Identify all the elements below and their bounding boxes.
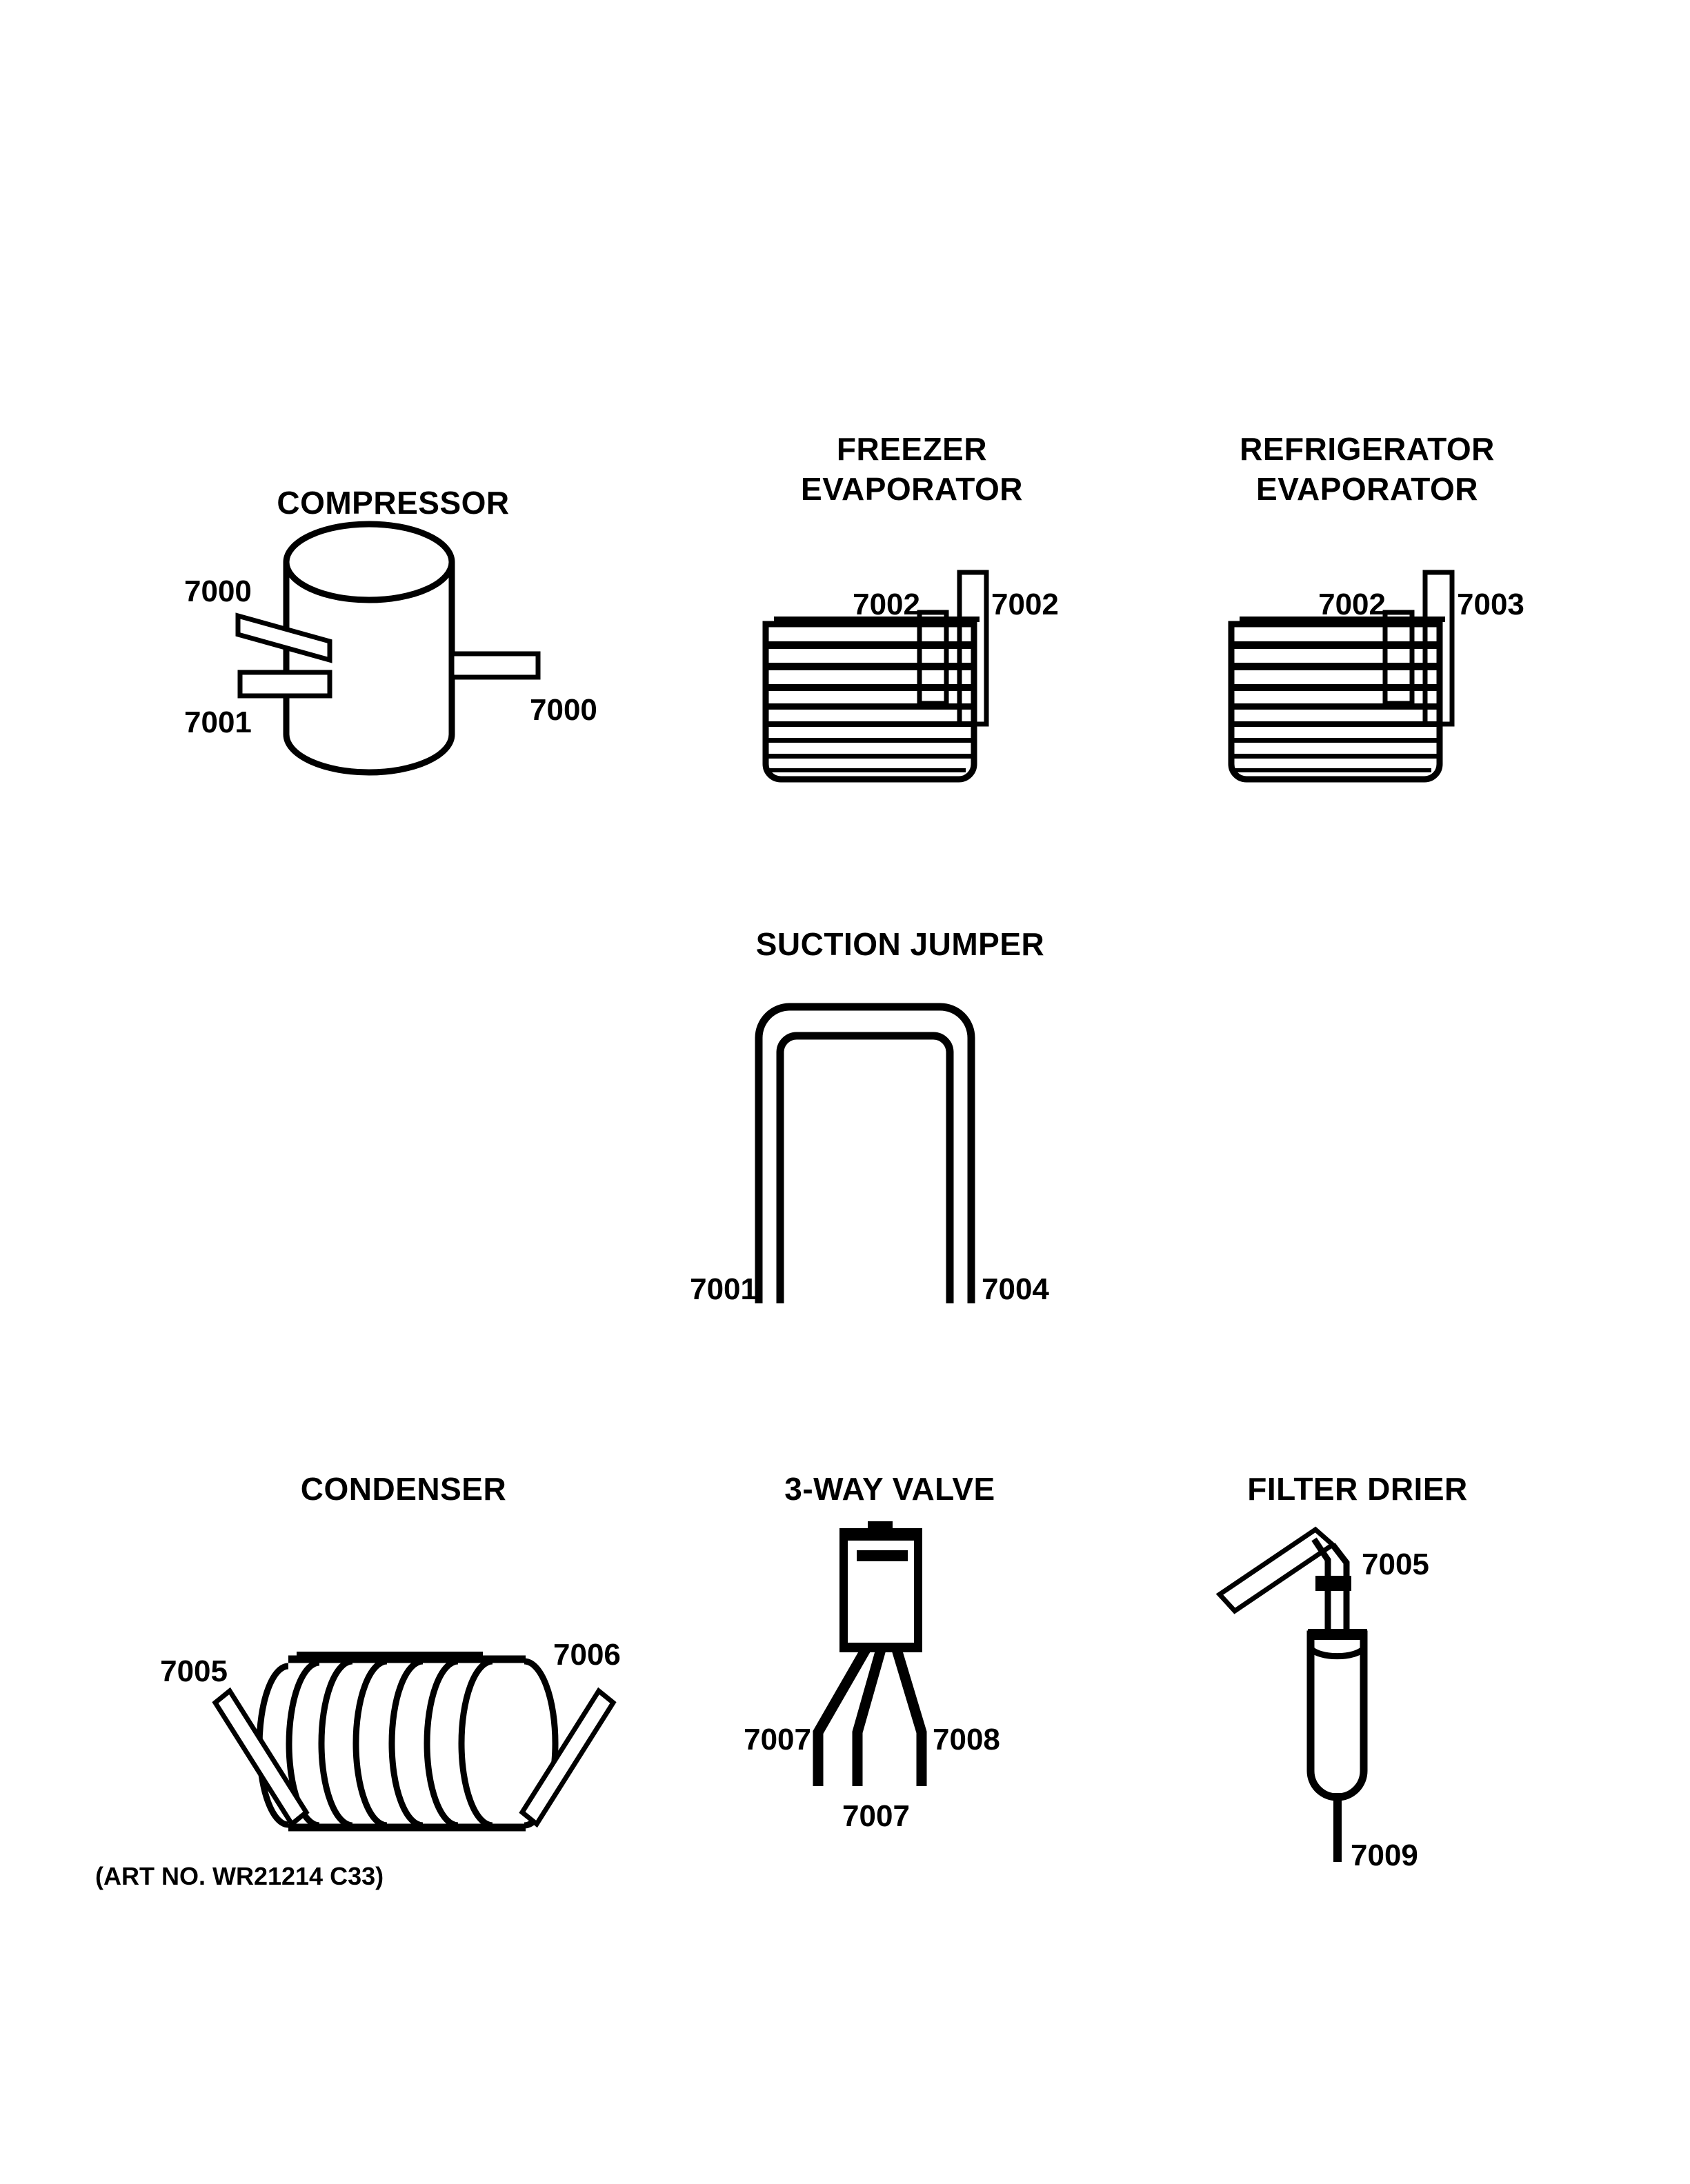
three-way-valve-title: 3-WAY VALVE [784, 1471, 995, 1507]
refrigerator-evaporator-callout-7002: 7002 [1318, 588, 1386, 621]
refrigerator-evaporator-fins [1231, 641, 1440, 772]
filter-drier-neck [1311, 1537, 1351, 1634]
three-way-valve-legs [813, 1647, 927, 1786]
compressor-tube-right-7000 [449, 651, 541, 680]
condenser-tubes [212, 1687, 617, 1828]
compressor-title: COMPRESSOR [277, 485, 509, 521]
freezer-evaporator-callout-7002-left: 7002 [853, 588, 920, 621]
freezer-evaporator-title-line2: EVAPORATOR [801, 471, 1023, 507]
refrigerator-evaporator-title-line2: EVAPORATOR [1256, 471, 1478, 507]
condenser-callout-7005: 7005 [160, 1654, 228, 1688]
filter-drier-body [1306, 1629, 1368, 1801]
suction-jumper-callout-7004: 7004 [982, 1272, 1049, 1306]
filter-drier-callout-7009: 7009 [1351, 1839, 1418, 1872]
freezer-evaporator-fins [766, 641, 974, 772]
part-three-way-valve: 3-WAY VALVE 7007 7007 7008 [744, 1471, 1000, 1833]
refrigerator-evaporator-coil [1228, 617, 1445, 783]
art-number-note: (ART NO. WR21214 C33) [95, 1862, 384, 1890]
condenser-coil [256, 1652, 559, 1832]
refrigerator-evaporator-title-line1: REFRIGERATOR [1240, 431, 1495, 467]
compressor-tube-upper-7000 [235, 612, 332, 663]
compressor-callout-7000-left: 7000 [184, 574, 252, 608]
part-condenser: CONDENSER 7005 70 [160, 1471, 621, 1832]
freezer-evaporator-callout-7002-right: 7002 [991, 588, 1059, 621]
suction-jumper-title: SUCTION JUMPER [756, 926, 1044, 962]
condenser-title: CONDENSER [301, 1471, 506, 1507]
part-suction-jumper: SUCTION JUMPER 7001 7004 [690, 926, 1049, 1306]
three-way-valve-callout-7007-left: 7007 [744, 1723, 811, 1756]
part-refrigerator-evaporator: REFRIGERATOR EVAPORATOR [1228, 431, 1524, 783]
condenser-callout-7006: 7006 [553, 1638, 621, 1672]
freezer-evaporator-coil [762, 617, 980, 783]
part-filter-drier: FILTER DRIER 7005 7009 [1215, 1471, 1467, 1872]
part-compressor: COMPRESSOR 7000 7001 7000 [184, 485, 597, 776]
compressor-body [283, 521, 455, 776]
refrigerator-evaporator-callout-7003: 7003 [1457, 588, 1524, 621]
three-way-valve-callout-7008: 7008 [933, 1723, 1000, 1756]
compressor-callout-7001: 7001 [184, 705, 252, 739]
freezer-evaporator-title-line1: FREEZER [837, 431, 987, 467]
three-way-valve-body [839, 1521, 922, 1652]
filter-drier-title: FILTER DRIER [1247, 1471, 1467, 1507]
three-way-valve-callout-7007-center: 7007 [842, 1799, 910, 1833]
compressor-callout-7000-right: 7000 [530, 693, 597, 727]
suction-jumper-callout-7001: 7001 [690, 1272, 757, 1306]
suction-jumper-tube [755, 1003, 975, 1303]
part-freezer-evaporator: FREEZER EVAPORATOR [762, 431, 1059, 783]
compressor-tube-left-7001 [237, 670, 332, 699]
filter-drier-callout-7005: 7005 [1362, 1547, 1429, 1581]
